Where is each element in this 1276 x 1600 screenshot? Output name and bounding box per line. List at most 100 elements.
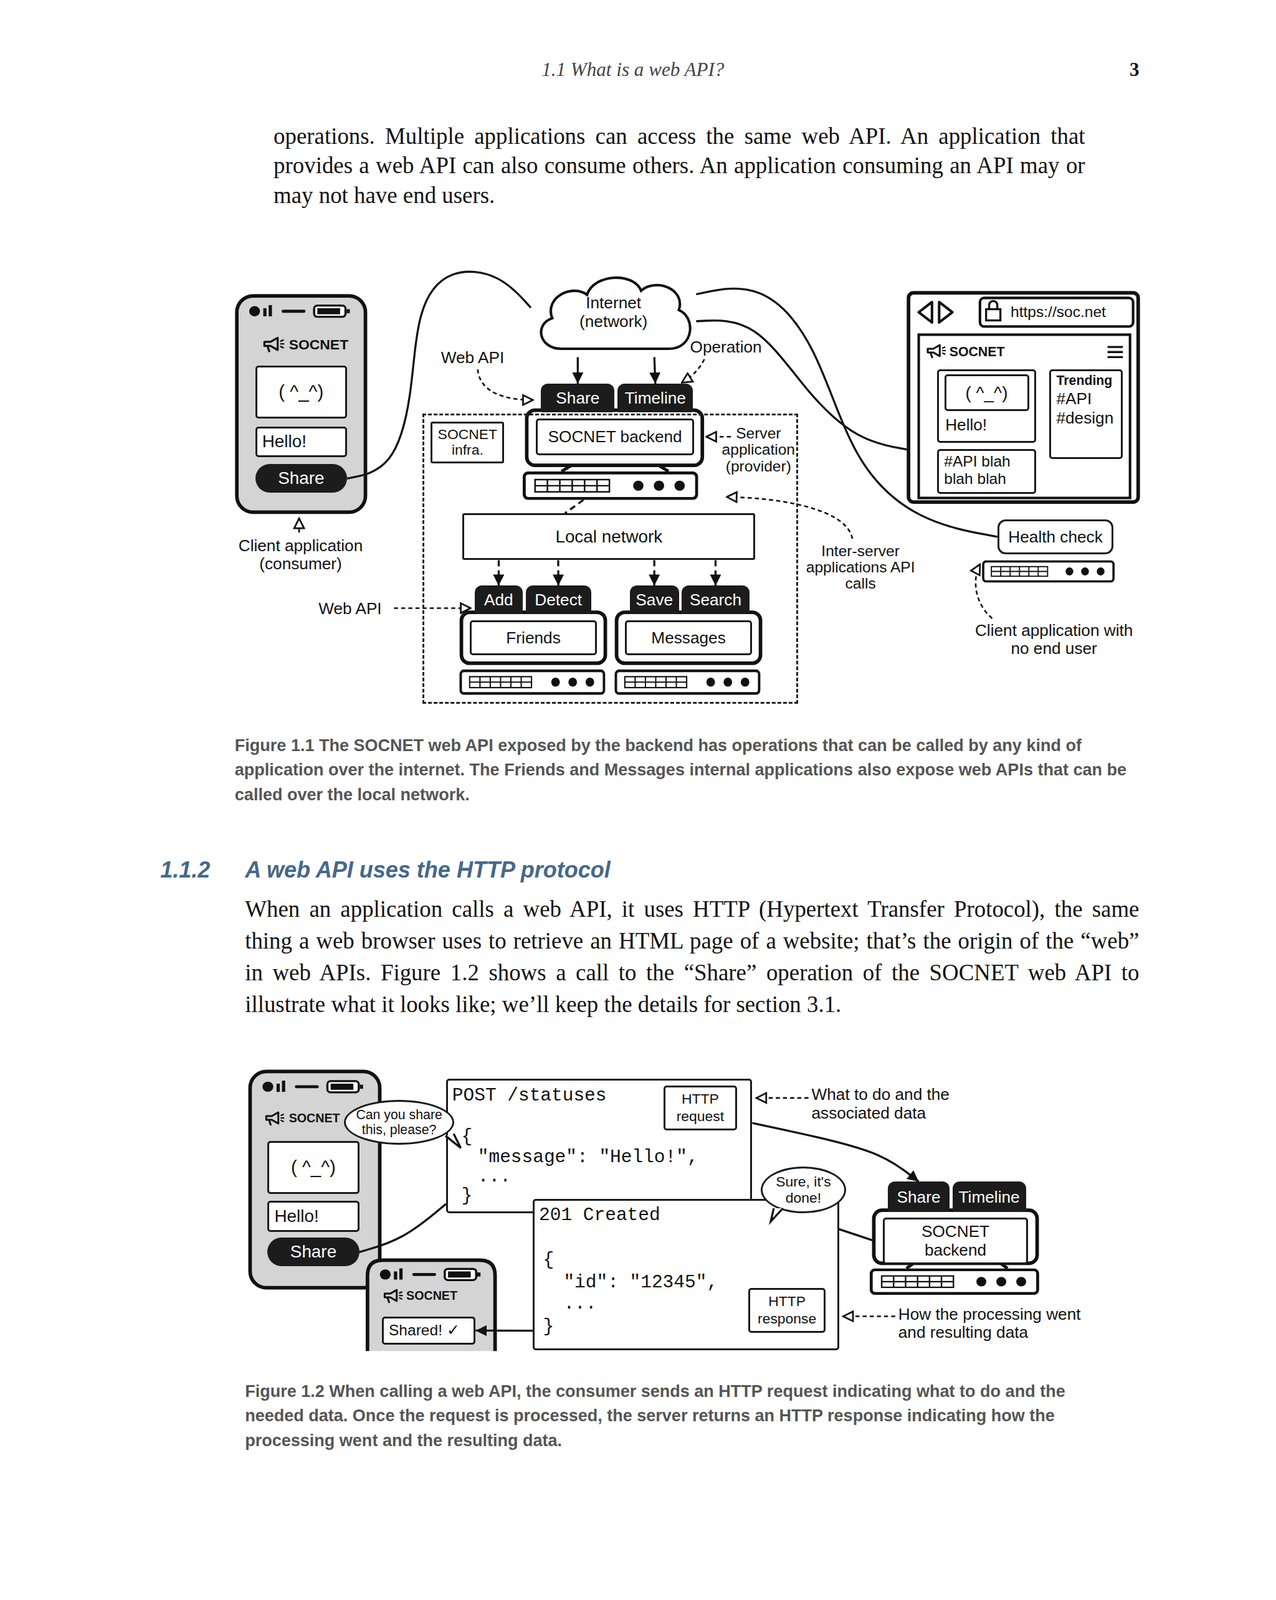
phone-illustration: [249, 305, 351, 318]
phone-illustration: [236, 295, 366, 513]
leader-lines: [975, 564, 993, 619]
node-text: SOCNET: [949, 345, 1022, 361]
phone-illustration: [367, 1260, 496, 1352]
server-illustration: [615, 671, 759, 695]
leader-lines: [842, 1315, 896, 1318]
leader-lines: [477, 369, 533, 400]
node-text: Timeline: [958, 1188, 1020, 1207]
callout-label: Operation: [690, 337, 777, 358]
node-text: ( ^_^): [278, 381, 324, 403]
node-text: Internet (network): [565, 293, 663, 331]
connector: [654, 357, 656, 384]
phone: SOCNET ( ^_^) Hello! Share: [236, 295, 366, 513]
connector: [475, 1330, 533, 1333]
leader-lines: [706, 436, 731, 439]
node-text: Share: [277, 468, 324, 489]
text-box: Hello! ( ^_^): [937, 369, 1037, 443]
text-box: Hello!: [267, 1201, 359, 1232]
connector: [714, 560, 717, 586]
browser-illustration: [918, 302, 953, 323]
text-box: HTTP response: [748, 1288, 827, 1334]
text-slot: {: [461, 1127, 483, 1148]
node-text: 201 Created: [538, 1205, 744, 1227]
cloud-outline: [540, 277, 690, 349]
text-box: Hello!: [255, 426, 348, 458]
phone-illustration: [249, 1071, 380, 1288]
connector: [557, 560, 560, 586]
node-text: }: [543, 1317, 564, 1338]
leader-lines: [393, 607, 471, 610]
node-text: #API #design: [1056, 389, 1116, 429]
section-heading: A web API uses the HTTP protocol: [244, 856, 858, 884]
share-button: Share: [267, 1237, 359, 1267]
server-illustration: [561, 465, 669, 472]
leader-lines: [681, 359, 705, 384]
text-slot: SOCNET infra.: [430, 421, 505, 464]
phone-illustration: [367, 1260, 496, 1352]
phone: SOCNET ( ^_^) Hello! Share: [249, 1071, 380, 1288]
operation-tab: Share: [540, 383, 615, 413]
body-text: operations. Multiple applications can ac…: [273, 121, 1086, 211]
callout-label: Client application (consumer): [216, 537, 385, 574]
connector: [653, 560, 656, 586]
text-box: ( ^_^): [255, 365, 348, 419]
node-text: }: [461, 1186, 483, 1207]
bubble-tail: [445, 1134, 462, 1149]
node-text: ( ^_^): [290, 1156, 336, 1179]
node-text: "message": "Hello!",: [477, 1147, 734, 1169]
body-text: When an application calls a web API, it …: [244, 894, 1139, 1021]
text-slot: Hello!: [945, 416, 1027, 435]
server-illustration: [983, 561, 1114, 582]
node-text: Timeline: [624, 388, 686, 408]
node-text: SOCNET backend: [548, 427, 683, 447]
node-text: Save: [635, 590, 673, 610]
node-text: Shared! ✓: [388, 1322, 460, 1340]
text-slot: SOCNET: [289, 1111, 344, 1126]
browser-illustration: [908, 292, 1139, 503]
connector: [565, 500, 584, 514]
callout-label: How the processing went and resulting da…: [898, 1305, 1093, 1343]
operation-tab: Detect: [525, 585, 592, 615]
text-box: SOCNET backendShareTimeline: [882, 1218, 1029, 1265]
node-text: ( ^_^): [965, 383, 1009, 404]
browser-illustration: [989, 300, 998, 310]
node-text: SOCNET: [406, 1289, 468, 1303]
figure-caption: Figure 1.2 When calling a web API, the c…: [244, 1380, 1108, 1454]
node-text: Friends: [505, 628, 561, 648]
browser-illustration: [908, 292, 1139, 503]
text-slot: ...: [563, 1294, 625, 1315]
connector: [359, 1204, 447, 1253]
node-text: SOCNET: [289, 337, 353, 354]
node-text: POST /statuses: [452, 1085, 657, 1107]
text-slot: {: [543, 1250, 564, 1272]
text-box: SOCNET backendShareTimeline: [535, 418, 695, 456]
label-slot: Operation: [690, 337, 777, 358]
operation-tab: Add: [474, 585, 523, 615]
browser-illustration: [1107, 347, 1124, 358]
text-slot: https://soc.net: [1010, 303, 1131, 321]
phone: SOCNET Shared! ✓: [367, 1260, 496, 1350]
server-illustration: [460, 671, 604, 695]
label-slot: 1.1 What is a web API?: [388, 57, 878, 81]
callout-label: Server application (provider): [712, 425, 805, 475]
label-slot: What to do and the associated data: [811, 1085, 976, 1123]
text-slot: }: [543, 1317, 564, 1338]
label-slot: Figure 1.2 When calling a web API, the c…: [244, 1380, 1108, 1454]
bubble-tail: [770, 1208, 784, 1222]
node-text: Health check: [1008, 527, 1103, 547]
node-text: ...: [477, 1166, 539, 1188]
figure-caption: Figure 1.1 The SOCNET web API exposed by…: [234, 733, 1129, 808]
server-illustration: [871, 1270, 1038, 1295]
node-text: "id": "12345",: [563, 1272, 788, 1294]
label-slot: 3: [1082, 57, 1140, 81]
node-text: Hello!: [262, 431, 307, 452]
node-text: Can you share this, please?: [350, 1107, 448, 1139]
callout-label: What to do and the associated data: [811, 1085, 976, 1123]
body-text: 1.1 What is a web API?: [388, 57, 878, 81]
operation-tab: Timeline: [617, 383, 693, 413]
node-text: Hello!: [274, 1206, 319, 1227]
node-text: SOCNET: [289, 1111, 344, 1126]
